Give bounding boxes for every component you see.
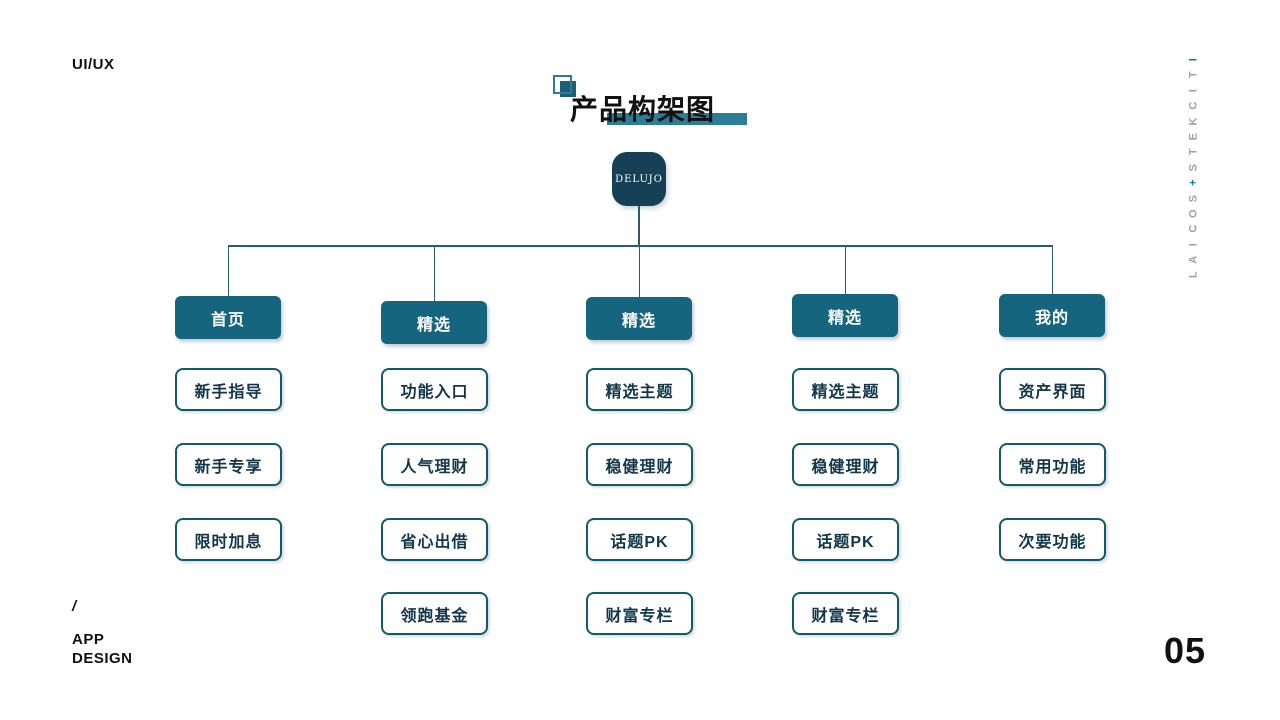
side-label-char: I xyxy=(1187,88,1200,93)
side-label-char: T xyxy=(1187,71,1200,79)
footer-page-number: 05 xyxy=(1164,630,1207,671)
branch-header: 精选 xyxy=(381,301,487,344)
branch-header: 首页 xyxy=(175,296,281,339)
side-label-char: S xyxy=(1187,163,1200,172)
connector-drop xyxy=(1051,245,1053,294)
tree-node: 常用功能 xyxy=(999,443,1106,486)
side-label-char: O xyxy=(1187,209,1200,218)
side-label-char: E xyxy=(1187,132,1200,141)
logo-badge: DELUJO xyxy=(612,152,666,206)
tree-node: 资产界面 xyxy=(999,368,1106,411)
branch-column-home: 首页 新手指导 新手专享 限时加息 xyxy=(175,0,282,720)
side-label-char: T xyxy=(1187,148,1200,156)
tree-node: 话题PK xyxy=(586,518,693,561)
tree-node: 稳健理财 xyxy=(586,443,693,486)
side-label-plus: + xyxy=(1187,179,1200,187)
side-label-char: I xyxy=(1187,242,1200,246)
branch-column-mine: 我的 资产界面 常用功能 次要功能 xyxy=(999,0,1106,720)
tree-node: 功能入口 xyxy=(381,368,488,411)
page-title: 产品构架图 xyxy=(570,94,716,125)
connector-drop xyxy=(433,245,435,301)
branch-header: 精选 xyxy=(792,294,898,337)
side-label-char: S xyxy=(1187,194,1200,202)
branch-column-featured-1: 精选 功能入口 人气理财 省心出借 领跑基金 xyxy=(381,0,488,720)
footer-app-design: APP DESIGN xyxy=(72,630,133,668)
tree-node: 新手指导 xyxy=(175,368,282,411)
footer-app-line1: APP xyxy=(72,631,105,648)
side-label-char: K xyxy=(1187,117,1200,126)
side-vertical-label: I T I C K E T S + S O C I A L xyxy=(1184,52,1204,283)
connector-root xyxy=(638,206,640,246)
connector-drop xyxy=(844,245,846,294)
tree-node: 精选主题 xyxy=(792,368,899,411)
tree-node: 次要功能 xyxy=(999,518,1106,561)
tree-node: 限时加息 xyxy=(175,518,282,561)
tree-node: 精选主题 xyxy=(586,368,693,411)
tree-node: 新手专享 xyxy=(175,443,282,486)
connector-drop xyxy=(638,245,640,297)
tree-node: 话题PK xyxy=(792,518,899,561)
connector-horizontal xyxy=(228,245,1052,247)
title-underline-bar xyxy=(607,113,747,125)
tree-node: 财富专栏 xyxy=(586,592,693,635)
branch-column-featured-2: 精选 精选主题 稳健理财 话题PK 财富专栏 xyxy=(586,0,693,720)
corner-label: UI/UX xyxy=(72,56,115,73)
tree-node: 稳健理财 xyxy=(792,443,899,486)
branch-header: 我的 xyxy=(999,294,1105,337)
tree-node: 领跑基金 xyxy=(381,592,488,635)
deco-square-outline-icon xyxy=(553,75,572,94)
side-label-char: C xyxy=(1187,101,1200,110)
side-label-char: A xyxy=(1187,255,1200,264)
side-label-char: L xyxy=(1187,271,1200,279)
tree-node: 人气理财 xyxy=(381,443,488,486)
footer-app-line2: DESIGN xyxy=(72,650,133,667)
title-group: 产品构架图 xyxy=(553,74,773,134)
branch-header: 精选 xyxy=(586,297,692,340)
tree-node: 省心出借 xyxy=(381,518,488,561)
tree-node: 财富专栏 xyxy=(792,592,899,635)
connector-drop xyxy=(227,245,229,296)
side-label-char: C xyxy=(1187,225,1200,233)
side-label-char: I xyxy=(1187,58,1200,62)
footer-slash: / xyxy=(72,598,77,615)
branch-column-featured-3: 精选 精选主题 稳健理财 话题PK 财富专栏 xyxy=(792,0,899,720)
